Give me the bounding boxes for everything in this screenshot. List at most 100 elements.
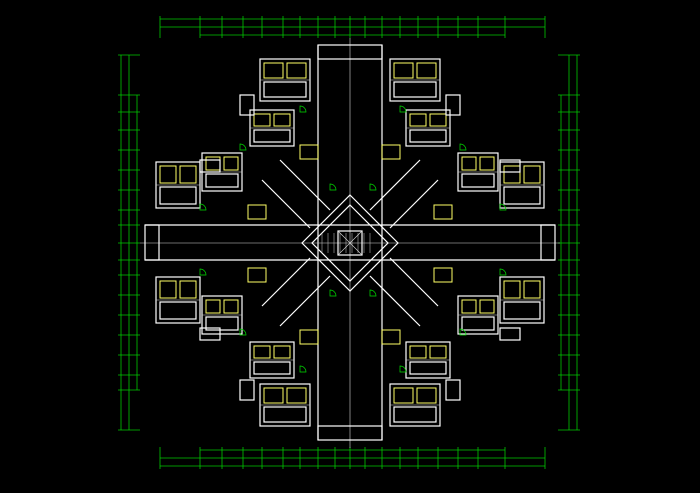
door-swing	[199, 268, 207, 276]
door-swing	[199, 203, 207, 211]
unit-top-left-inner	[249, 109, 295, 147]
unit-clusters	[144, 44, 556, 441]
door-swing	[329, 183, 337, 191]
room-living	[393, 406, 437, 423]
room-bedroom	[461, 156, 477, 171]
room-bedroom	[205, 299, 221, 314]
dimension-lines-left	[118, 54, 140, 431]
room-living	[393, 81, 437, 98]
room-bath	[179, 280, 197, 299]
unit-top-right-inner	[405, 109, 451, 147]
door-swing	[369, 183, 377, 191]
unit-left-bottom-inner	[201, 295, 243, 335]
room-bath	[479, 299, 495, 314]
service-room	[247, 204, 267, 220]
dimension-lines-right	[558, 54, 580, 431]
room-bedroom	[393, 387, 414, 404]
room-bath	[416, 387, 437, 404]
room-living	[461, 173, 495, 188]
room-living	[263, 81, 307, 98]
bottom-entrance	[317, 425, 383, 441]
unit-top-left	[259, 58, 311, 102]
elevator-cross	[337, 230, 363, 256]
door-swing	[299, 105, 307, 113]
balcony	[239, 94, 255, 116]
balcony	[499, 327, 521, 341]
room-living	[461, 316, 495, 331]
room-bath	[223, 156, 239, 171]
room-bath	[273, 345, 291, 359]
room-bedroom	[461, 299, 477, 314]
room-bedroom	[263, 387, 284, 404]
balcony	[199, 327, 221, 341]
door-swings	[199, 105, 507, 373]
service-room	[247, 267, 267, 283]
unit-bottom-right	[389, 383, 441, 427]
door-swing	[299, 365, 307, 373]
room-bath	[429, 345, 447, 359]
service-room	[381, 144, 401, 160]
door-swing	[239, 328, 247, 336]
unit-bottom-left	[259, 383, 311, 427]
room-living	[159, 301, 197, 320]
left-entrance	[144, 224, 160, 261]
room-bedroom	[409, 345, 427, 359]
door-swing	[399, 365, 407, 373]
service-room	[299, 144, 319, 160]
service-room	[381, 329, 401, 345]
room-living	[409, 361, 447, 375]
service-room	[433, 267, 453, 283]
room-living	[409, 129, 447, 143]
room-bedroom	[503, 280, 521, 299]
room-living	[503, 301, 541, 320]
room-living	[205, 316, 239, 331]
dimension-lines-top	[159, 16, 546, 38]
room-bath	[416, 62, 437, 79]
room-bedroom	[409, 113, 427, 127]
unit-bottom-right-inner	[405, 341, 451, 379]
room-bedroom	[159, 280, 177, 299]
room-bath	[479, 156, 495, 171]
door-swing	[399, 105, 407, 113]
door-swing	[499, 203, 507, 211]
room-bath	[286, 387, 307, 404]
unit-bottom-left-inner	[249, 341, 295, 379]
central-core	[301, 194, 399, 292]
door-swing	[329, 289, 337, 297]
service-room	[299, 329, 319, 345]
room-bath	[286, 62, 307, 79]
room-bath	[273, 113, 291, 127]
balcony	[239, 379, 255, 401]
room-bedroom	[393, 62, 414, 79]
unit-right-top-inner	[457, 152, 499, 192]
dimension-lines-bottom	[159, 447, 546, 469]
door-swing	[459, 143, 467, 151]
room-bedroom	[253, 113, 271, 127]
unit-right-bottom-inner	[457, 295, 499, 335]
room-bath	[523, 165, 541, 184]
balcony	[199, 159, 221, 173]
unit-right-bottom	[499, 276, 545, 324]
room-bedroom	[159, 165, 177, 184]
room-living	[503, 186, 541, 205]
room-bedroom	[205, 156, 221, 171]
balcony	[445, 94, 461, 116]
balcony	[499, 159, 521, 173]
room-bath	[523, 280, 541, 299]
room-bath	[429, 113, 447, 127]
room-bedroom	[263, 62, 284, 79]
room-living	[205, 173, 239, 188]
room-bedroom	[503, 165, 521, 184]
room-bath	[179, 165, 197, 184]
service-room	[433, 204, 453, 220]
room-living	[253, 129, 291, 143]
door-swing	[499, 268, 507, 276]
elevator-shaft	[337, 230, 363, 256]
diagonal-wings	[261, 159, 439, 327]
room-living	[253, 361, 291, 375]
room-living	[263, 406, 307, 423]
top-entrance	[317, 44, 383, 60]
door-swing	[239, 143, 247, 151]
